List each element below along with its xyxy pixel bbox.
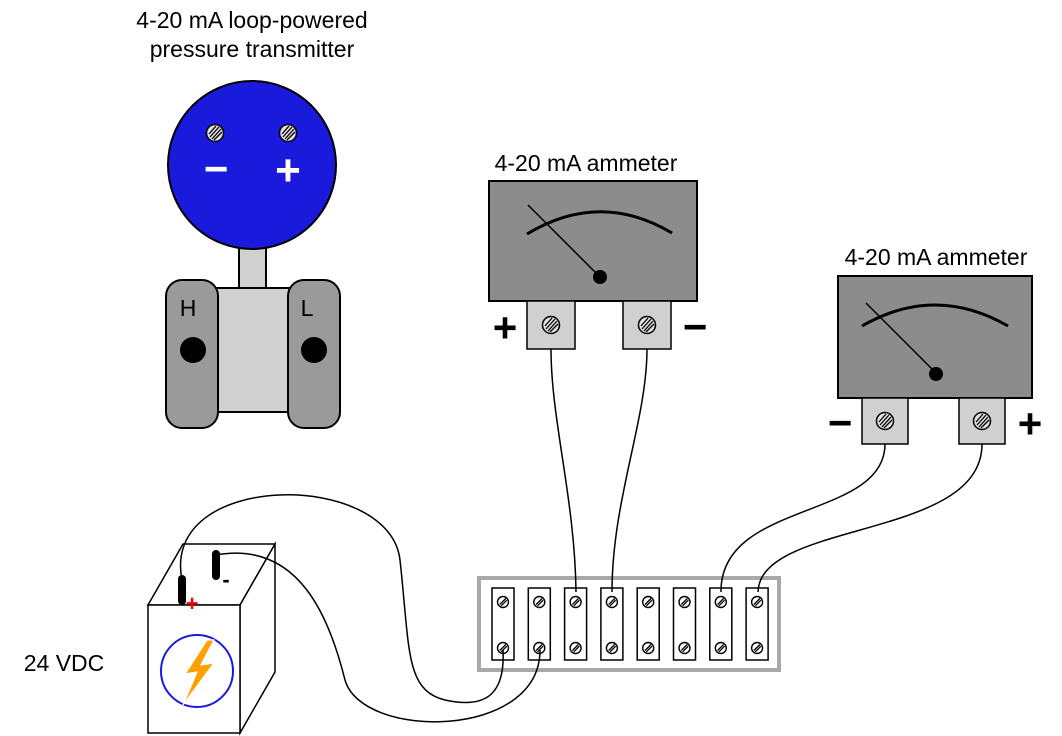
terminal-block-3 bbox=[563, 587, 588, 661]
lightning-icon bbox=[182, 639, 216, 706]
terminal-strip-frame bbox=[477, 576, 781, 672]
terminal-screw-2-top bbox=[533, 595, 546, 609]
terminal-block-1 bbox=[491, 587, 515, 661]
transmitter-body bbox=[211, 287, 297, 413]
ammeter-2-title: 4-20 mA ammeter bbox=[845, 244, 1028, 270]
terminal-screw-8-top bbox=[750, 595, 764, 609]
wire-ammeter-2-minus-to-terminal-7 bbox=[720, 443, 886, 593]
terminal-block-8 bbox=[745, 587, 769, 661]
battery: + - bbox=[146, 541, 277, 736]
battery-plus-post bbox=[178, 575, 186, 605]
terminal-screw-5-top bbox=[642, 595, 655, 609]
terminal-block-2 bbox=[527, 587, 552, 661]
terminal-screw-1-top bbox=[496, 595, 510, 609]
ammeter-1: + − bbox=[488, 180, 708, 351]
wire-ammeter-2-plus-to-terminal-8 bbox=[757, 443, 983, 593]
ammeter-2-minus-sign: − bbox=[828, 399, 853, 446]
ammeter-2-scale bbox=[861, 303, 1009, 328]
terminal-block-5 bbox=[636, 587, 660, 661]
terminal-block-7 bbox=[709, 587, 733, 661]
wire-battery-plus-to-terminal-1 bbox=[179, 494, 504, 704]
wire-ammeter-1-minus-to-terminal-4 bbox=[611, 348, 648, 593]
terminal-block-6 bbox=[672, 587, 697, 661]
terminal-block-4 bbox=[600, 587, 624, 661]
terminal-screw-3-top bbox=[569, 595, 582, 609]
transmitter-minus-sign: − bbox=[204, 145, 229, 192]
ammeter-1-pivot bbox=[593, 270, 607, 284]
terminal-screw-3-bottom bbox=[569, 641, 582, 655]
battery-minus-sign: - bbox=[222, 567, 229, 592]
terminal-screw-5-bottom bbox=[642, 641, 655, 655]
terminal-screw-6-bottom bbox=[678, 641, 691, 655]
terminal-strip bbox=[477, 576, 781, 672]
ammeter-1-minus-sign: − bbox=[683, 303, 708, 350]
ammeter-1-title: 4-20 mA ammeter bbox=[495, 150, 678, 176]
transmitter-plus-sign: + bbox=[275, 146, 301, 195]
ammeter-2-needle bbox=[865, 302, 937, 374]
wire-battery-minus-to-terminal-2 bbox=[215, 552, 541, 723]
ammeter-2-screw-left bbox=[875, 411, 895, 431]
terminal-screw-4-top bbox=[605, 595, 619, 609]
terminal-screw-7-top bbox=[714, 595, 727, 609]
ammeter-2: − + bbox=[828, 275, 1043, 447]
transmitter-title-line2: pressure transmitter bbox=[150, 36, 355, 62]
transmitter-title-line1: 4-20 mA loop-powered bbox=[136, 7, 367, 33]
port-low-label: L bbox=[301, 295, 314, 321]
ammeter-2-plus-sign: + bbox=[1018, 400, 1043, 447]
transmitter-terminal-screw-plus bbox=[278, 123, 298, 143]
terminal-screw-6-top bbox=[678, 595, 691, 609]
battery-minus-post bbox=[212, 550, 220, 580]
ammeter-2-screw-right bbox=[972, 411, 992, 431]
battery-plus-sign: + bbox=[186, 591, 199, 616]
terminal-screw-7-bottom bbox=[714, 641, 727, 655]
battery-voltage-label: 24 VDC bbox=[24, 650, 105, 676]
terminal-screw-4-bottom bbox=[605, 641, 619, 655]
pressure-transmitter: − + H L bbox=[165, 80, 341, 429]
transmitter-terminal-screw-minus bbox=[205, 123, 225, 143]
ammeter-1-needle bbox=[527, 204, 601, 278]
transmitter-housing bbox=[167, 80, 337, 250]
port-high-label: H bbox=[180, 295, 197, 321]
ammeter-1-scale bbox=[526, 210, 673, 236]
ammeter-1-case bbox=[488, 180, 698, 302]
wiring bbox=[179, 348, 983, 723]
low-pressure-port bbox=[301, 337, 327, 363]
wire-ammeter-1-plus-to-terminal-3 bbox=[550, 348, 577, 593]
ammeter-2-pivot bbox=[929, 367, 943, 381]
ammeter-1-screw-right bbox=[637, 315, 657, 335]
terminal-screw-8-bottom bbox=[750, 641, 764, 655]
ammeter-1-screw-left bbox=[541, 315, 561, 335]
high-pressure-port bbox=[180, 337, 206, 363]
ammeter-1-plus-sign: + bbox=[493, 304, 518, 351]
